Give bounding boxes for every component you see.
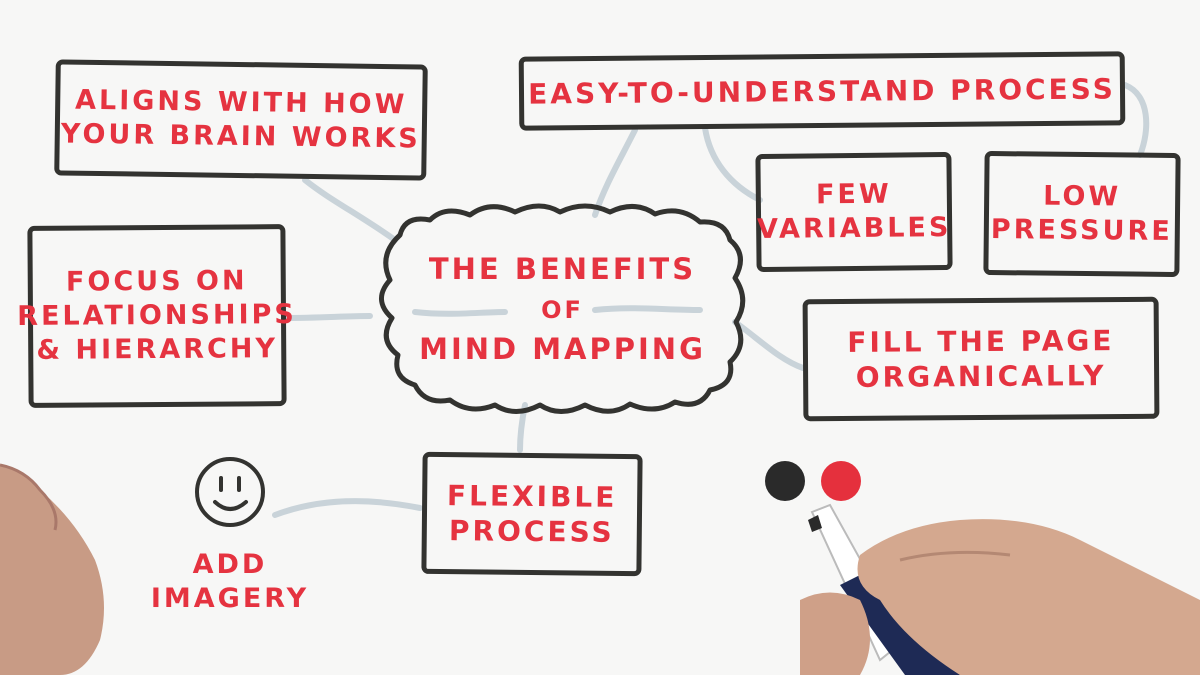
- node-flexible-label: FLEXIBLE PROCESS: [446, 478, 618, 550]
- connectors: [272, 82, 1150, 518]
- text-line: PROCESS: [448, 514, 615, 549]
- central-cloud: [379, 203, 746, 414]
- connector-easy: [592, 127, 638, 218]
- central-title-line-1: THE BENEFITS: [428, 252, 697, 286]
- text-line: VARIABLES: [756, 211, 952, 246]
- left-hand-icon: [0, 463, 104, 675]
- node-few: FEW VARIABLES: [755, 151, 953, 273]
- text-line: ALIGNS WITH HOW: [74, 84, 408, 121]
- text-line: FEW: [815, 178, 892, 211]
- node-focus: FOCUS ON RELATIONSHIPS & HIERARCHY: [17, 224, 297, 408]
- node-flexible: FLEXIBLE PROCESS: [421, 451, 643, 577]
- connector-fill: [732, 319, 806, 371]
- text-line: EASY-TO-UNDERSTAND PROCESS: [528, 71, 1116, 111]
- node-easy: EASY-TO-UNDERSTAND PROCESS: [518, 51, 1126, 131]
- node-aligns: ALIGNS WITH HOW YOUR BRAIN WORKS: [54, 59, 428, 181]
- text-line: YOUR BRAIN WORKS: [60, 118, 421, 155]
- text-line: FOCUS ON: [65, 265, 248, 299]
- text-line: PRESSURE: [990, 214, 1173, 247]
- text-line: ORGANICALLY: [855, 359, 1107, 394]
- center-underline-left: [412, 309, 508, 317]
- connector-few: [702, 125, 763, 203]
- text-line: & HIERARCHY: [36, 333, 279, 366]
- central-title-line-2: OF: [541, 295, 584, 324]
- central-title: THE BENEFITS OF MIND MAPPING: [405, 248, 720, 371]
- connector-imagery: [272, 498, 423, 518]
- node-few-label: FEW VARIABLES: [756, 177, 952, 247]
- text-line: ADD: [192, 549, 268, 580]
- node-fill: FILL THE PAGE ORGANICALLY: [802, 296, 1160, 422]
- text-line: FLEXIBLE: [446, 479, 618, 514]
- text-line: FILL THE PAGE: [847, 324, 1115, 359]
- node-aligns-label: ALIGNS WITH HOW YOUR BRAIN WORKS: [61, 84, 422, 157]
- text-line: LOW: [1043, 180, 1122, 213]
- connector-low: [1122, 82, 1150, 158]
- red-ink-dot-icon: [821, 461, 861, 501]
- node-fill-label: FILL THE PAGE ORGANICALLY: [847, 323, 1115, 395]
- node-imagery-label: ADD IMAGERY: [135, 548, 325, 616]
- center-underline-right: [592, 305, 703, 313]
- text-line: IMAGERY: [150, 582, 310, 614]
- node-easy-label: EASY-TO-UNDERSTAND PROCESS: [528, 71, 1116, 111]
- black-ink-dot-icon: [765, 461, 805, 501]
- connector-focus: [282, 313, 373, 321]
- node-focus-label: FOCUS ON RELATIONSHIPS & HIERARCHY: [17, 264, 297, 367]
- node-low: LOW PRESSURE: [983, 150, 1181, 278]
- central-title-line-3: MIND MAPPING: [419, 331, 706, 366]
- smiley-icon: [195, 457, 265, 527]
- node-low-label: LOW PRESSURE: [991, 179, 1174, 248]
- text-line: RELATIONSHIPS: [17, 299, 297, 333]
- connector-aligns: [302, 177, 398, 243]
- hand-icon: [800, 519, 1200, 675]
